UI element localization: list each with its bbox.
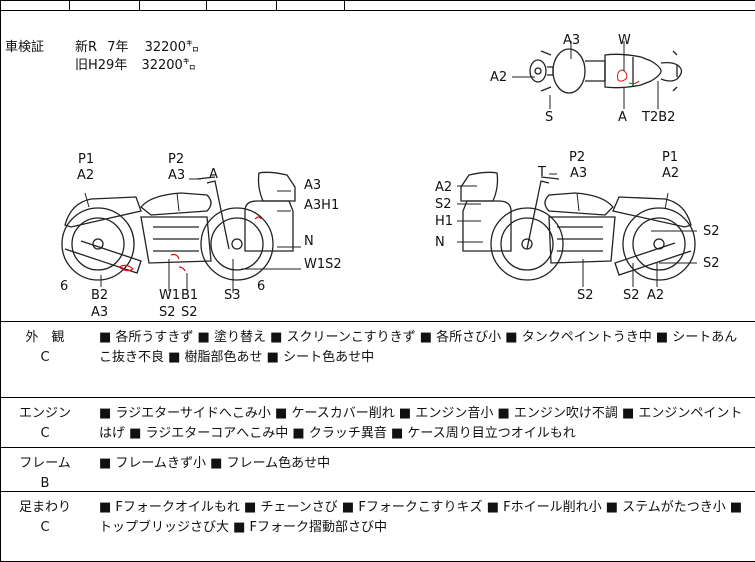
- section-text: ■ フレームきず小 ■ フレーム色あせ中: [99, 456, 331, 471]
- top-strip: [1, 1, 755, 11]
- label-top: A: [618, 110, 627, 125]
- label-left: A3: [304, 178, 321, 193]
- section-grade: C: [40, 350, 50, 365]
- section-frame: フレーム B ■ フレームきず小 ■ フレーム色あせ中: [1, 447, 755, 492]
- label-right: T: [537, 165, 546, 180]
- section-text: ■ Fフォークオイルもれ ■ チェーンさび ■ Fフォークこすりキズ ■ Fホイ…: [99, 500, 743, 535]
- label-right: S2: [703, 256, 720, 271]
- top-scratch-mark: [628, 80, 640, 85]
- section-grade: C: [40, 426, 50, 441]
- registration-label: 車検証: [5, 40, 45, 55]
- left-view-bike: [61, 171, 296, 281]
- left-scratch-mark: [178, 266, 186, 272]
- label-left: A3: [91, 305, 108, 320]
- section-title: エンジン: [18, 406, 71, 421]
- label-right: A3: [570, 166, 587, 181]
- registration-row-old: 旧H29年 32200㌔: [75, 57, 275, 75]
- label-left: A: [209, 167, 218, 182]
- section-title: 足まわり: [18, 500, 71, 515]
- term: 7年: [107, 40, 129, 55]
- section-exterior: 外 観 C ■ 各所うすきず ■ 塗り替え ■ スクリーンこすりきず ■ 各所さび…: [1, 321, 755, 398]
- label-right: A2: [662, 166, 679, 181]
- damage-diagram: 車検証 新R 7年 32200㌔ 旧H29年 32200㌔: [1, 11, 755, 320]
- label-top: A3: [563, 33, 580, 48]
- label-right: N: [435, 235, 445, 250]
- label-right: A2: [647, 288, 664, 303]
- section-suspension: 足まわり C ■ Fフォークオイルもれ ■ チェーンさび ■ Fフォークこすりキズ…: [1, 491, 755, 562]
- label-right: H1: [435, 214, 453, 229]
- label-left: S2: [181, 305, 198, 320]
- label-left: P1: [78, 152, 94, 167]
- era: 旧H29年: [75, 58, 128, 73]
- left-scratch-mark: [254, 216, 262, 220]
- label-right: S2: [577, 288, 594, 303]
- section-text: ■ ラジエターサイドへこみ小 ■ ケースカバー削れ ■ エンジン音小 ■ エンジ…: [99, 406, 743, 441]
- section-engine: エンジン C ■ ラジエターサイドへこみ小 ■ ケースカバー削れ ■ エンジン音小…: [1, 397, 755, 448]
- label-right: P1: [662, 150, 678, 165]
- label-left: N: [304, 234, 314, 249]
- section-title: 外 観: [25, 330, 65, 345]
- left-scratch-mark: [170, 253, 180, 260]
- label-left: S3: [224, 288, 241, 303]
- label-left: P2: [168, 152, 184, 167]
- left-scratch-mark: [118, 264, 134, 272]
- label-right: S2: [623, 288, 640, 303]
- motorcycle-diagrams: A3 W A2 S A T2B2: [60, 33, 720, 320]
- mileage: 32200㌔: [141, 58, 196, 73]
- label-left: S2: [159, 305, 176, 320]
- label-right: P2: [569, 150, 585, 165]
- label-top: A2: [490, 70, 507, 85]
- label-left: 6: [60, 279, 68, 294]
- label-right: S2: [435, 197, 452, 212]
- label-left: W1: [159, 288, 180, 303]
- section-title: フレーム: [19, 456, 71, 471]
- top-view-labels: A3 W A2 S A T2B2: [490, 33, 675, 125]
- right-view-labels: T P2 A3 P1 A2 A2 S2 H1 N S2 S2 S2 S2 A2: [435, 150, 720, 303]
- label-left: A2: [77, 168, 94, 183]
- label-left: 6: [257, 279, 265, 294]
- top-scratch-mark: [617, 69, 628, 82]
- label-top: T2B2: [641, 110, 675, 125]
- label-left: A3: [168, 168, 185, 183]
- left-view-labels: P1 A2 P2 A3 A A3 A3H1 N W1S2 6 B2 A3 W1 …: [60, 152, 342, 320]
- label-top: W: [618, 33, 631, 48]
- section-grade: C: [40, 520, 50, 535]
- label-left: A3H1: [304, 198, 339, 213]
- registration-row-new: 新R 7年 32200㌔: [75, 39, 275, 57]
- label-top: S: [545, 110, 553, 125]
- label-right: A2: [435, 180, 452, 195]
- era: 新R: [75, 40, 98, 55]
- section-text: ■ 各所うすきず ■ 塗り替え ■ スクリーンこすりきず ■ 各所さび小 ■ タ…: [99, 330, 738, 365]
- label-left: B1: [181, 288, 198, 303]
- label-right: S2: [703, 224, 720, 239]
- mileage: 32200㌔: [144, 40, 199, 55]
- right-view-bike: [460, 171, 696, 281]
- label-left: W1S2: [304, 257, 342, 272]
- label-left: B2: [91, 288, 108, 303]
- section-grade: B: [40, 476, 50, 491]
- top-view-bike: [529, 48, 683, 94]
